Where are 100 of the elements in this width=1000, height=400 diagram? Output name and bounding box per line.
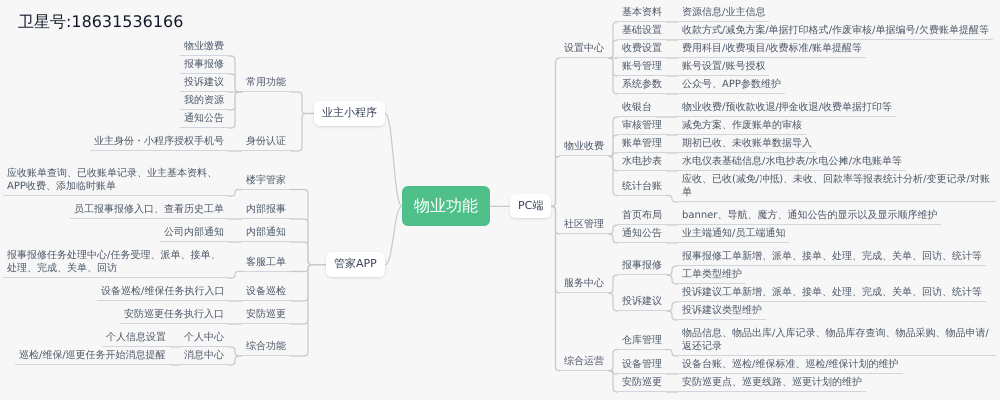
connector-line (290, 112, 314, 152)
branch-label: 物品信息、物品出库/入库记录、物品库存查询、物品采购、物品申请/返还记录 (678, 327, 996, 356)
connector-line (666, 224, 678, 226)
branch-label: 客服工单 (242, 256, 290, 272)
connector-line (666, 301, 678, 312)
branch-label: 期初已收、未收账单数据导入 (678, 137, 816, 153)
branch-label: 安防巡更 (242, 308, 290, 324)
branch-label: 应收账单查询、已收账单记录、业主基本资料、APP收费、添加临时账单 (3, 167, 228, 196)
connector-line (666, 134, 678, 136)
connector-line (608, 57, 618, 59)
connector-line (228, 91, 242, 129)
branch-label: 设置中心 (560, 42, 608, 58)
connector-line (228, 241, 242, 243)
connector-line (666, 348, 678, 357)
connector-line (228, 270, 242, 279)
branch-label: 服务中心 (560, 277, 608, 293)
connector-line (228, 355, 242, 366)
connector-line (228, 300, 242, 302)
connector-line (666, 93, 678, 95)
branch-label: 物业缴费 (180, 40, 228, 56)
connector-line (228, 150, 242, 152)
branch-label: 综合运营 (560, 354, 608, 371)
branch-label: 水电仪表基础信息/水电抄表/水电公摊/水电账单等 (678, 155, 906, 171)
branch-label: 综合功能 (242, 340, 290, 356)
connector-line (490, 206, 510, 207)
connector-line (666, 21, 678, 23)
connector-line (608, 39, 618, 59)
branch-label: 设备巡检/维保任务执行入口 (97, 285, 228, 301)
branch-label: 身份认证 (242, 135, 290, 151)
connector-line (228, 323, 242, 325)
branch-label: 公众号、APP参数维护 (678, 78, 785, 94)
connector-line (608, 274, 618, 294)
branch-label: 仓库管理 (618, 334, 666, 350)
branch-label: 统计台账 (618, 180, 666, 196)
branch-label: 收款方式/减免方案/单据打印格式/作废审核/单据编号/欠费账单提醒等 (678, 24, 993, 40)
connector-line (608, 224, 618, 235)
branch-label: 减免方案、作废账单的审核 (678, 119, 806, 135)
connector-line (608, 292, 618, 312)
branch-label: 投诉建议工单新增、派单、接单、处理、完成、关单、回访、统计等 (678, 286, 986, 302)
connector-line (608, 370, 618, 393)
branch-label: 账号设置/账号授权 (678, 60, 770, 76)
branch-label: 设备巡检 (242, 285, 290, 301)
connector-line (666, 274, 678, 285)
branch-label: 设备台账、巡检/维保标准、巡检/维保计划的维护 (678, 358, 903, 374)
branch-label: 工单类型维护 (678, 268, 746, 284)
branch-label: 投诉建议类型维护 (678, 304, 766, 320)
branch-label: 业主端通知/员工端通知 (678, 227, 790, 243)
connector-line (666, 391, 678, 393)
branch-label: 物业收费 (560, 140, 608, 156)
connector-line (608, 57, 618, 95)
branch-label: 报事报修任务处理中心/任务受理、派单、接单、处理、完成、关单、回访 (3, 249, 228, 278)
connector-line (666, 39, 678, 41)
connector-line (228, 188, 242, 197)
connector-line (666, 75, 678, 77)
connector-line (666, 194, 678, 203)
branch-label: 公司内部通知 (160, 226, 228, 242)
branch-label: 费用科目/收费项目/收费标准/账单提醒等 (678, 42, 866, 58)
connector-line (666, 310, 678, 321)
connector-line (608, 233, 618, 244)
connector-line (666, 373, 678, 375)
branch-label: 报事报修工单新增、派单、接单、处理、完成、关单、回访、统计等 (678, 250, 986, 266)
branch-label: 个人中心 (180, 331, 228, 347)
branch-label: 报事报修 (180, 58, 228, 74)
connector-line (170, 346, 180, 348)
branch-label: 物业收费/预收款收退/押金收退/收费单据打印等 (678, 101, 896, 117)
connector-line (170, 364, 180, 366)
branch-label: 报事报修 (618, 259, 666, 275)
branch-label: 收银台 (618, 101, 656, 117)
branch-label: 员工报事报修入口、查看历史工单 (70, 203, 228, 219)
branch-label: 楼宇管家 (242, 174, 290, 190)
branch-label: 基本资料 (618, 6, 666, 22)
branch-label: 设备管理 (618, 358, 666, 374)
connector-line (666, 170, 678, 172)
branch-label: banner、导航、魔方、通知公告的显示以及显示顺序维护 (678, 209, 942, 225)
branch-label: 收费设置 (618, 42, 666, 58)
connector-line (608, 156, 618, 196)
branch-label: 投诉建议 (180, 76, 228, 92)
branch-label: 资源信息/业主信息 (678, 6, 770, 22)
connector-line (608, 348, 618, 372)
branch-label: 我的资源 (180, 94, 228, 110)
connector-line (666, 152, 678, 154)
branch-label: 投诉建议 (618, 295, 666, 311)
connector-line (608, 134, 618, 157)
branch-label: 常用功能 (242, 76, 290, 92)
connector-line (608, 370, 618, 375)
connector-line (228, 218, 242, 220)
main-topic-box: PC端 (510, 194, 552, 218)
branch-label: 安防巡更 (618, 376, 666, 392)
branch-label: 个人信息设置 (102, 331, 170, 347)
connector-line (550, 206, 560, 372)
connector-line (550, 156, 560, 207)
branch-label: 基础设置 (618, 24, 666, 40)
branch-label: 内部报事 (242, 203, 290, 219)
branch-label: 安防巡更任务执行入口 (120, 308, 228, 324)
branch-label: 账号管理 (618, 60, 666, 76)
main-topic-box: 管家APP (326, 252, 385, 277)
connector-line (656, 116, 678, 118)
connector-line (290, 264, 326, 357)
branch-label: 内部通知 (242, 226, 290, 242)
branch-label: 安防巡更点、巡更线路、巡更计划的维护 (678, 376, 866, 392)
